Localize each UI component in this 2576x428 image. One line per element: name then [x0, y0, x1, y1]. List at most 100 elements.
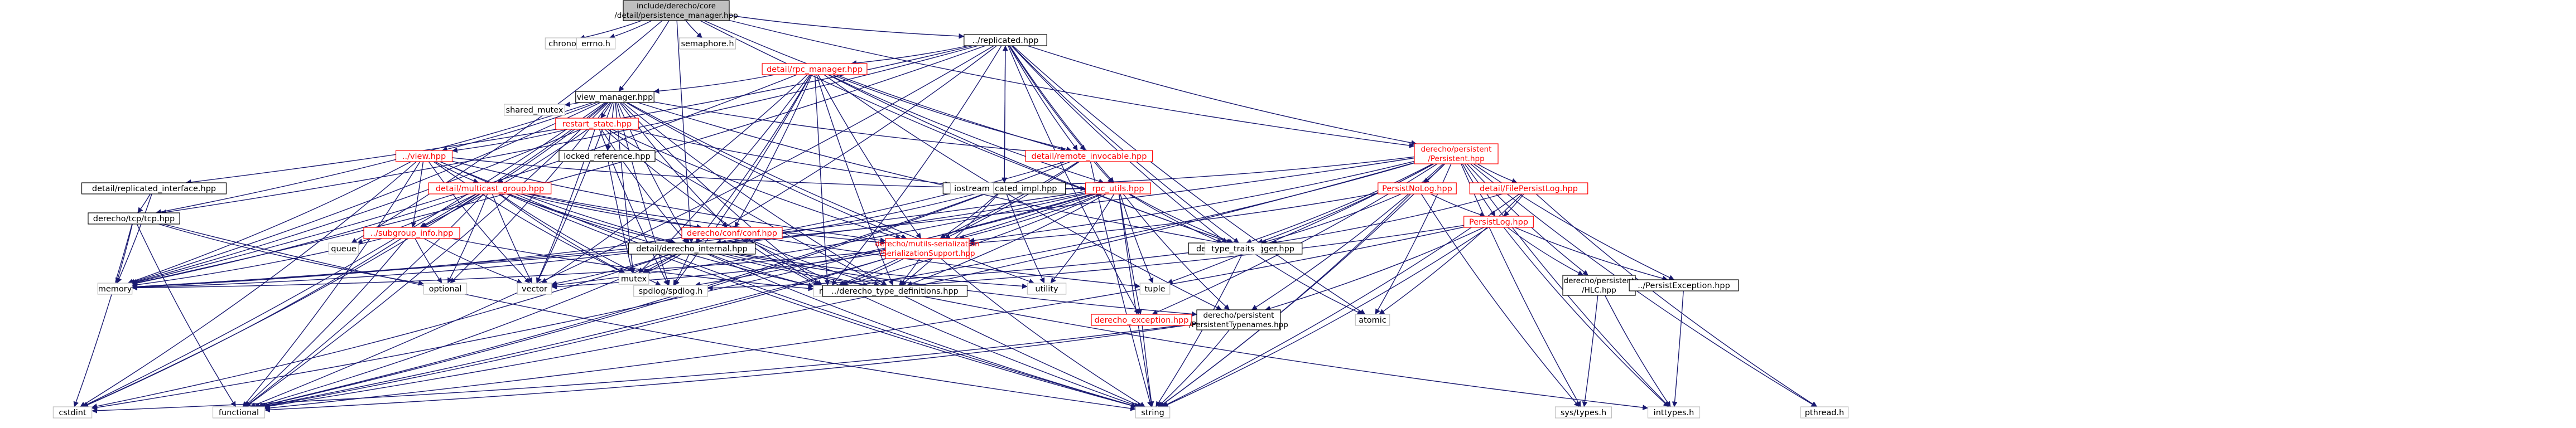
node-box [1139, 283, 1171, 295]
node-optional[interactable]: optional [423, 283, 468, 295]
node-derecho-type-definitions-hpp[interactable]: ../derecho_type_definitions.hpp [822, 285, 968, 297]
edge-repl_impl-to-replicated [1002, 45, 1008, 183]
node-tuple[interactable]: tuple [1139, 283, 1171, 295]
edge-tcp-to-memory [115, 223, 133, 284]
edge-view_hpp-to-mutex [433, 161, 625, 274]
edge-file_persist_log-to-pthread [1535, 193, 1818, 407]
node-vector[interactable]: vector [517, 283, 552, 295]
edge-derecho_internal-to-string [707, 254, 1138, 408]
node-box [576, 37, 616, 50]
edge-restart_state-to-vector [536, 129, 595, 284]
node-atomic[interactable]: atomic [1355, 314, 1390, 326]
node-conf-hpp[interactable]: derecho/conf/conf.hpp [681, 227, 783, 239]
node-root-persistence-manager[interactable]: include/derecho/core/detail/persistence_… [614, 0, 738, 21]
node-persist-exception-hpp[interactable]: ../PersistException.hpp [1629, 279, 1739, 291]
node-type-traits[interactable]: type_traits [1204, 242, 1262, 255]
node-box [1554, 406, 1612, 419]
edge-rpc_utils-to-mutils_serial [959, 193, 1101, 240]
node-label: spdlog/spdlog.h [639, 287, 703, 296]
node-string[interactable]: string [1135, 406, 1171, 419]
edge-view_hpp-to-iostream [452, 157, 951, 190]
edge-restart_state-to-string [607, 129, 1143, 407]
node-view-manager-hpp[interactable]: view_manager.hpp [575, 91, 654, 103]
node-semaphore-h[interactable]: semaphore.h [678, 37, 736, 50]
node-mutex[interactable]: mutex [618, 273, 649, 285]
edge-root-to-errno [609, 20, 652, 39]
edge-persist_log-to-persistent_typenames [1265, 227, 1484, 311]
node-locked-reference-hpp[interactable]: locked_reference.hpp [558, 150, 656, 162]
node-inttypes-h[interactable]: inttypes.h [1647, 406, 1701, 419]
edge-persist_no_log-to-logger [1261, 193, 1402, 245]
node-multicast-group-hpp[interactable]: detail/multicast_group.hpp [428, 182, 552, 194]
node-label: rpc_utils.hpp [1092, 184, 1144, 193]
node-replicated-hpp[interactable]: ../replicated.hpp [964, 34, 1047, 46]
node-remote-invocable-hpp[interactable]: detail/remote_invocable.hpp [1025, 150, 1153, 162]
edge-persist_log-to-string [1162, 227, 1489, 407]
node-rpc-manager-hpp[interactable]: detail/rpc_manager.hpp [762, 63, 868, 75]
node-utility[interactable]: utility [1027, 283, 1067, 295]
node-replicated-interface-hpp[interactable]: detail/replicated_interface.hpp [81, 182, 227, 194]
node-derecho-exception-hpp[interactable]: derecho_exception.hpp [1091, 314, 1192, 326]
node-subgroup-info-hpp[interactable]: ../subgroup_info.hpp [363, 227, 460, 239]
edge-tcp-to-optional [158, 223, 424, 286]
edge-root-to-logger [700, 20, 1232, 244]
node-box [762, 63, 868, 75]
node-cstdint[interactable]: cstdint [52, 406, 93, 419]
edge-replicated-to-rpc_utils [1009, 45, 1114, 183]
node-label: detail/remote_invocable.hpp [1032, 152, 1147, 161]
node-label: ../view.hpp [402, 152, 446, 161]
edge-repl_iface-to-tcp [137, 193, 151, 213]
node-file-persist-log-hpp[interactable]: detail/FilePersistLog.hpp [1469, 182, 1588, 194]
edge-persist_no_log-to-persist_log [1430, 193, 1486, 217]
node-errno-h[interactable]: errno.h [576, 37, 616, 50]
node-box [428, 182, 552, 194]
edge-multicast_group-to-string [506, 193, 1137, 408]
node-label: utility [1035, 285, 1058, 294]
edge-root-to-persistent_hpp [729, 20, 1415, 148]
node-shared-mutex[interactable]: shared_mutex [503, 104, 565, 116]
node-view-hpp[interactable]: ../view.hpp [395, 150, 453, 162]
node-functional[interactable]: functional [212, 406, 266, 419]
edge-multicast_group-to-memory [132, 193, 469, 286]
node-persist-no-log-hpp[interactable]: PersistNoLog.hpp [1378, 182, 1457, 194]
node-derecho-internal-hpp[interactable]: detail/derecho_internal.hpp [628, 242, 756, 255]
node-rpc-utils-hpp[interactable]: rpc_utils.hpp [1085, 182, 1151, 194]
node-sys-types-h[interactable]: sys/types.h [1554, 406, 1612, 419]
edge-repl_impl-to-functional [257, 193, 986, 408]
edge-view_hpp-to-cstdint [80, 161, 417, 407]
node-label: iostream [954, 184, 990, 193]
node-label: PersistLog.hpp [1469, 218, 1528, 227]
edge-persistent_hpp-to-type_traits [1246, 163, 1433, 244]
node-tcp-hpp[interactable]: derecho/tcp/tcp.hpp [88, 212, 180, 225]
node-serialization-support-hpp[interactable]: derecho/mutils-serialization/Serializati… [875, 238, 980, 259]
node-box [1091, 314, 1192, 326]
edge-rpc_utils-to-string [1118, 193, 1154, 407]
edge-view_hpp-to-subgroup_info [411, 161, 424, 228]
edge-derecho_internal-to-mutex [644, 254, 682, 274]
edge-subgroup_info-to-cstdint [83, 238, 402, 407]
node-box [950, 182, 994, 194]
node-spdlog-h[interactable]: spdlog/spdlog.h [633, 285, 708, 297]
node-box [964, 34, 1047, 46]
edge-rpc_utils-to-derecho_exc [1119, 193, 1143, 315]
node-label: /SerializationSupport.hpp [879, 249, 975, 258]
node-persistent-hpp[interactable]: derecho/persistent/Persistent.hpp [1414, 143, 1499, 164]
node-chrono[interactable]: chrono [545, 37, 580, 50]
node-restart-state-hpp[interactable]: restart_state.hpp [555, 118, 639, 130]
node-persist-log-hpp[interactable]: PersistLog.hpp [1463, 216, 1534, 228]
node-persistent-typenames-hpp[interactable]: derecho/persistent/PersistentTypenames.h… [1189, 309, 1288, 330]
node-queue[interactable]: queue [328, 242, 359, 255]
node-box [1414, 143, 1499, 164]
edge-rpc_manager-to-type_defs [816, 74, 894, 286]
node-box [1629, 279, 1739, 291]
node-pthread-h[interactable]: pthread.h [1800, 406, 1849, 419]
edge-view_manager-to-map [620, 102, 822, 286]
node-iostream[interactable]: iostream [950, 182, 994, 194]
edge-replicated-to-atomic [1012, 45, 1366, 315]
node-memory[interactable]: memory [97, 283, 133, 295]
edge-view_manager-to-shared_mutex [564, 101, 580, 108]
edge-persist_log-to-persist_exc [1514, 227, 1668, 281]
edge-subgroup_info-to-optional [415, 238, 442, 284]
node-hlc-hpp[interactable]: derecho/persistent/HLC.hpp [1562, 275, 1636, 296]
node-label: shared_mutex [506, 106, 564, 115]
